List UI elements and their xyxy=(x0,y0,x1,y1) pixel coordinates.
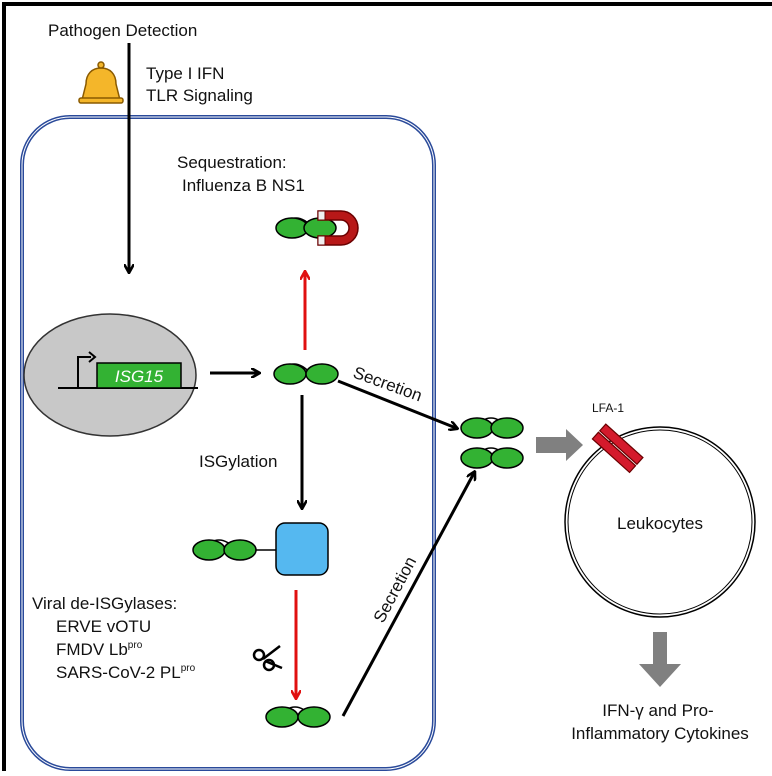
sars-main-text: SARS-CoV-2 PL xyxy=(56,663,181,682)
cytokine-arrow xyxy=(639,632,681,687)
scissors-icon xyxy=(252,645,283,672)
magnet-icon xyxy=(317,210,359,246)
influenza-ns1-label: Influenza B NS1 xyxy=(182,176,305,195)
binding-arrow xyxy=(536,429,583,461)
type1-ifn-label: Type I IFN xyxy=(146,64,224,83)
tlr-signaling-label: TLR Signaling xyxy=(146,86,253,105)
erve-votu-label: ERVE vOTU xyxy=(56,617,151,636)
isgylated-substrate xyxy=(192,522,329,576)
secreted-isg15-bottom xyxy=(460,447,524,469)
lfa1-label: LFA-1 xyxy=(592,401,624,415)
sequestration-label: Sequestration: xyxy=(177,153,287,172)
secretion-arrow-top xyxy=(337,379,456,428)
leukocytes-label: Leukocytes xyxy=(617,514,703,533)
leukocyte-inner-line xyxy=(567,429,753,615)
bell-icon xyxy=(78,61,124,104)
cell-membrane-inner-line xyxy=(21,116,435,770)
ifn-gamma-label: IFN-γ and Pro- xyxy=(602,701,713,720)
free-isg15 xyxy=(273,363,339,385)
pathogen-detection-label: Pathogen Detection xyxy=(48,21,197,40)
fmdv-main-text: FMDV Lb xyxy=(56,640,128,659)
sars-superscript: pro xyxy=(181,663,196,674)
secretion-arrow-bottom xyxy=(341,473,474,717)
viral-deisgylases-label: Viral de-ISGylases: xyxy=(32,594,177,613)
isgylation-label: ISGylation xyxy=(199,452,277,471)
secreted-isg15-top xyxy=(460,417,524,439)
gene-name-label: ISG15 xyxy=(115,367,164,386)
gene-box xyxy=(96,362,182,389)
secretion-label-top: Secretion xyxy=(351,363,425,405)
leukocyte-cell xyxy=(564,426,756,618)
fmdv-label: FMDV Lbpro xyxy=(56,640,143,659)
lfa1-receptor xyxy=(591,423,644,474)
cytokines-label: Inflammatory Cytokines xyxy=(571,724,749,743)
isg15-gene: ISG15 xyxy=(58,351,198,389)
fmdv-superscript: pro xyxy=(128,640,143,651)
sequestered-isg15 xyxy=(275,217,337,239)
released-isg15 xyxy=(265,706,331,728)
sars-label: SARS-CoV-2 PLpro xyxy=(56,663,196,682)
substrate-protein xyxy=(275,522,329,576)
